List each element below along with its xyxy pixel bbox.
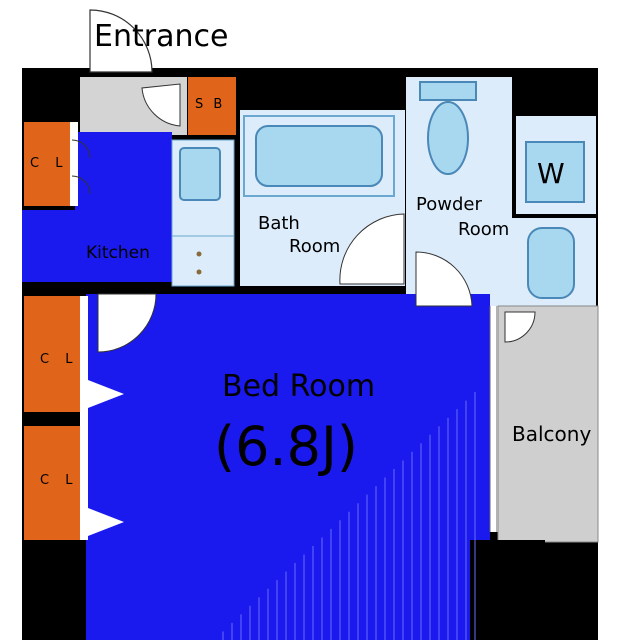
bed-room-label: Bed Room xyxy=(222,369,376,404)
washer-label: W xyxy=(537,157,565,190)
kitchen-floor-left xyxy=(22,210,82,282)
balcony-label: Balcony xyxy=(512,422,592,446)
bedroom-floor-hatch xyxy=(222,392,476,640)
closet-door-arrow-2 xyxy=(88,508,124,536)
bathtub-inner xyxy=(255,125,383,187)
shoe-box xyxy=(188,77,236,135)
powder-room-label-line2: Room xyxy=(458,219,510,240)
toilet-tank xyxy=(419,81,477,101)
closet-top-bifold xyxy=(71,139,91,195)
washer-pan xyxy=(525,141,585,203)
stove-knob-2 xyxy=(196,269,202,275)
bath-room-label-line2: Room xyxy=(289,236,341,257)
kitchen-label: Kitchen xyxy=(86,243,150,263)
closet-middle xyxy=(24,296,80,412)
balcony-door-swing xyxy=(504,311,536,343)
closet-door-strip xyxy=(80,296,88,540)
shoe-box-label: S B xyxy=(195,97,226,112)
closet-label-bottom: C L xyxy=(40,473,79,488)
powder-room-label-line1: Powder xyxy=(416,194,482,215)
closet-bottom xyxy=(24,426,80,540)
kitchen-sink xyxy=(179,147,221,201)
powder-door-swing xyxy=(415,251,473,307)
kitchen-floor xyxy=(75,132,172,282)
closet-label-middle: C L xyxy=(40,352,79,367)
bath-room-label-line1: Bath xyxy=(258,213,300,234)
balcony-door-sill xyxy=(490,306,498,532)
bedroom-door-swing xyxy=(97,293,157,353)
entrance-label: Entrance xyxy=(94,19,229,54)
pillar-bottom-right xyxy=(470,540,545,640)
stove-knob-1 xyxy=(196,251,202,257)
entrance-inner-door-swing xyxy=(141,83,181,127)
bed-room-floor xyxy=(86,294,490,640)
entrance-door-swing xyxy=(89,9,153,73)
washbasin xyxy=(527,227,575,299)
bath-door-swing xyxy=(339,213,405,285)
closet-top-door xyxy=(70,122,78,206)
closet-label-top: C L xyxy=(30,156,69,171)
toilet-bowl xyxy=(427,101,469,175)
balcony-floor xyxy=(497,305,599,543)
closet-door-arrow-1 xyxy=(88,380,124,408)
closet-top xyxy=(24,122,70,206)
bed-room-size-label: (6.8J) xyxy=(214,415,358,478)
